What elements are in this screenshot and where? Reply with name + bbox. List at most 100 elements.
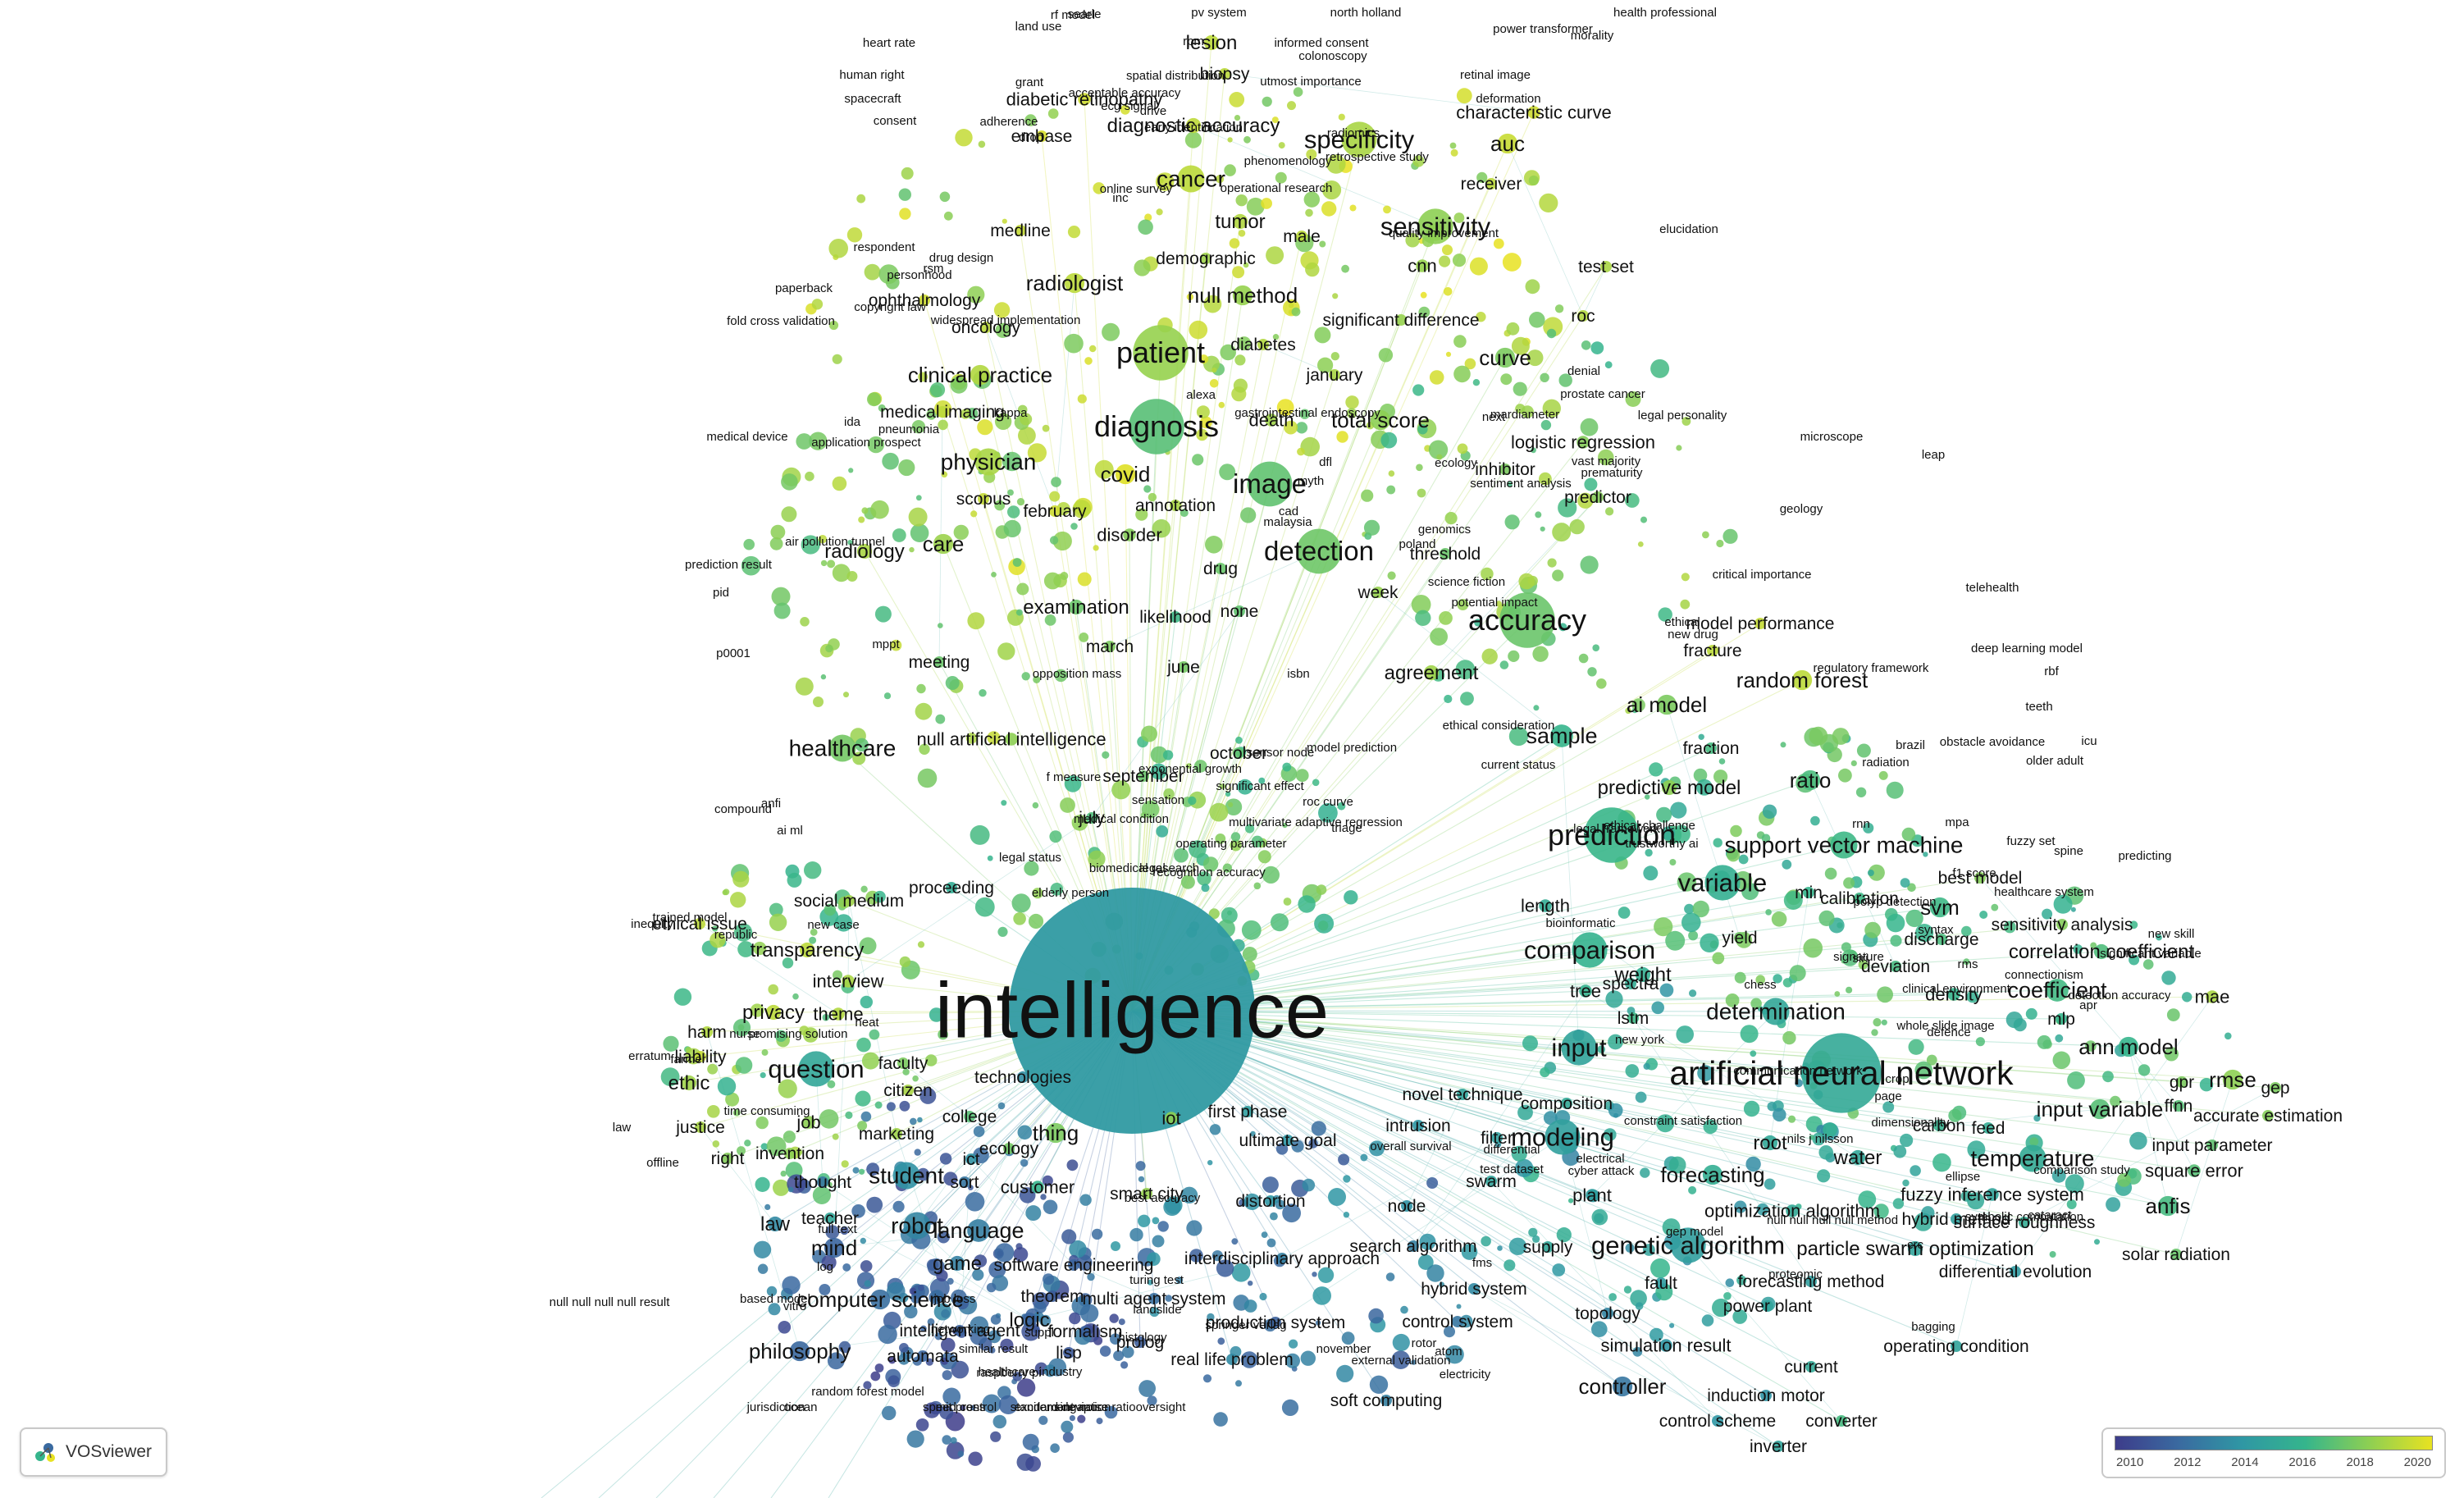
minor-node[interactable] — [1643, 1062, 1650, 1070]
minor-node[interactable] — [838, 1340, 851, 1354]
label-technologies[interactable]: technologies — [974, 1068, 1071, 1087]
minor-node[interactable] — [1050, 883, 1064, 896]
label-february[interactable]: february — [1023, 502, 1087, 521]
label-examination[interactable]: examination — [1023, 596, 1129, 619]
minor-node[interactable] — [1077, 572, 1092, 587]
minor-node[interactable] — [1077, 1414, 1086, 1423]
node-surface-roughness[interactable] — [2019, 1217, 2030, 1228]
label-roc[interactable]: roc — [1571, 307, 1595, 326]
minor-node[interactable] — [1392, 1333, 1410, 1352]
minor-node[interactable] — [1787, 1115, 1796, 1123]
minor-node[interactable] — [1515, 1158, 1534, 1177]
minor-node[interactable] — [1001, 800, 1007, 806]
minor-node[interactable] — [1736, 1275, 1747, 1286]
minor-node[interactable] — [1500, 373, 1513, 386]
minor-node[interactable] — [1306, 148, 1317, 160]
node-sensitivity[interactable] — [1417, 208, 1453, 244]
minor-node[interactable] — [1314, 327, 1331, 344]
minor-node[interactable] — [1241, 920, 1262, 940]
minor-node[interactable] — [992, 1414, 1007, 1429]
minor-node[interactable] — [1150, 763, 1167, 780]
label-minor-power-transformer[interactable]: power transformer — [1493, 22, 1593, 36]
minor-node[interactable] — [1877, 986, 1894, 1003]
label-agreement[interactable]: agreement — [1385, 662, 1479, 684]
label-minor-sentiment-analysis[interactable]: sentiment analysis — [1470, 477, 1571, 491]
minor-node[interactable] — [1386, 485, 1396, 495]
label-spectra[interactable]: spectra — [1603, 975, 1659, 993]
minor-node[interactable] — [955, 129, 973, 147]
label-teacher[interactable]: teacher — [801, 1209, 859, 1228]
minor-node[interactable] — [882, 1405, 897, 1421]
minor-node[interactable] — [2106, 1197, 2121, 1213]
node-controller[interactable] — [1612, 1376, 1633, 1397]
minor-node[interactable] — [1184, 131, 1202, 148]
minor-node[interactable] — [2067, 1071, 2085, 1089]
label-minor-proteomic[interactable]: proteomic — [1768, 1267, 1823, 1281]
label-minor-multivariate-adaptive-regression[interactable]: multivariate adaptive regression — [1229, 815, 1403, 829]
label-marketing[interactable]: marketing — [859, 1125, 934, 1144]
label-minor-rbf[interactable]: rbf — [2044, 665, 2059, 678]
minor-node[interactable] — [887, 1281, 906, 1301]
label-mae[interactable]: mae — [2195, 986, 2230, 1007]
label-cnn[interactable]: cnn — [1408, 255, 1436, 276]
minor-node[interactable] — [1266, 1238, 1276, 1248]
label-minor-poland[interactable]: poland — [1399, 537, 1435, 551]
minor-node[interactable] — [1761, 833, 1771, 843]
label-curve[interactable]: curve — [1479, 345, 1531, 370]
label-minor-anfi[interactable]: anfi — [761, 797, 781, 811]
minor-node[interactable] — [863, 1381, 872, 1390]
minor-node[interactable] — [979, 689, 987, 697]
label-death[interactable]: death — [1248, 409, 1294, 430]
minor-node[interactable] — [915, 495, 922, 501]
minor-node[interactable] — [1578, 653, 1589, 664]
minor-node[interactable] — [1111, 1241, 1120, 1251]
node-physician[interactable] — [974, 448, 1002, 476]
minor-node[interactable] — [819, 1284, 831, 1295]
minor-node[interactable] — [1400, 1305, 1408, 1314]
label-customer[interactable]: customer — [1001, 1176, 1075, 1197]
minor-node[interactable] — [1659, 983, 1674, 998]
minor-node[interactable] — [1211, 368, 1217, 373]
minor-node[interactable] — [1099, 1345, 1111, 1357]
minor-node[interactable] — [1237, 779, 1253, 795]
minor-node[interactable] — [1196, 428, 1208, 441]
minor-node[interactable] — [1693, 768, 1708, 783]
label-minor-grant[interactable]: grant — [1015, 75, 1044, 89]
label-minor-geology[interactable]: geology — [1780, 502, 1823, 516]
node-computer-science[interactable] — [869, 1289, 891, 1310]
minor-node[interactable] — [929, 1007, 944, 1022]
node-fault[interactable] — [1655, 1277, 1667, 1289]
minor-node[interactable] — [973, 1126, 985, 1137]
minor-node[interactable] — [1253, 882, 1262, 890]
label-image[interactable]: image — [1233, 468, 1307, 499]
minor-node[interactable] — [1341, 1331, 1355, 1345]
label-specificity[interactable]: specificity — [1304, 126, 1415, 154]
minor-node[interactable] — [819, 1109, 839, 1129]
minor-node[interactable] — [1138, 1380, 1156, 1397]
minor-node[interactable] — [1625, 707, 1631, 715]
minor-node[interactable] — [1886, 781, 1904, 799]
label-comparison[interactable]: comparison — [1524, 936, 1655, 965]
minor-node[interactable] — [843, 692, 849, 698]
minor-node[interactable] — [1129, 1227, 1143, 1242]
node-mlp[interactable] — [2056, 1013, 2067, 1025]
minor-node[interactable] — [1020, 1158, 1029, 1167]
minor-node[interactable] — [1093, 182, 1105, 194]
minor-node[interactable] — [760, 1072, 766, 1079]
label-minor-drug-design[interactable]: drug design — [929, 251, 993, 265]
minor-node[interactable] — [1147, 1395, 1157, 1406]
minor-node[interactable] — [1042, 424, 1050, 432]
minor-node[interactable] — [1318, 803, 1338, 823]
label-minor-roc-curve[interactable]: roc curve — [1303, 795, 1353, 809]
minor-node[interactable] — [1383, 205, 1391, 214]
label-diabetes[interactable]: diabetes — [1230, 336, 1295, 354]
label-ai-model[interactable]: ai model — [1627, 692, 1707, 717]
minor-node[interactable] — [1336, 1364, 1354, 1382]
minor-node[interactable] — [1725, 993, 1740, 1007]
minor-node[interactable] — [1783, 891, 1803, 910]
minor-node[interactable] — [1317, 1267, 1335, 1284]
minor-node[interactable] — [1209, 1124, 1221, 1135]
minor-node[interactable] — [998, 1395, 1018, 1414]
minor-node[interactable] — [769, 913, 787, 932]
label-water[interactable]: water — [1833, 1147, 1882, 1169]
